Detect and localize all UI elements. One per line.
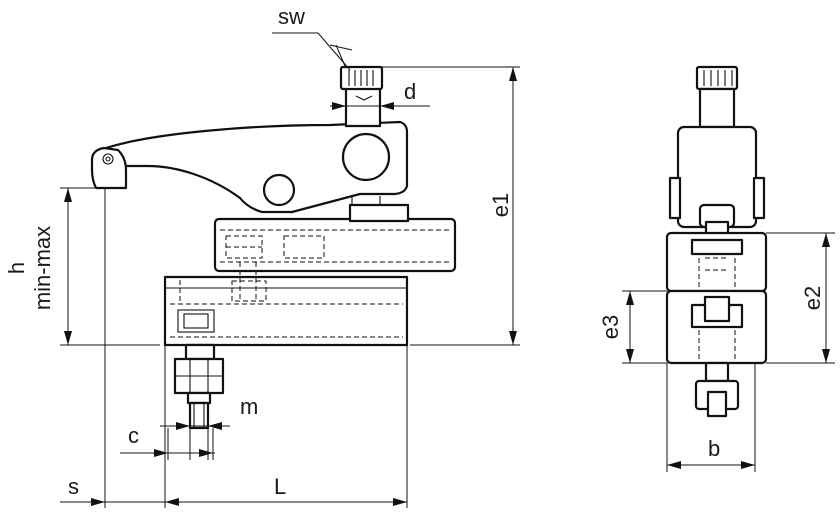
upper-clamp-block xyxy=(213,217,457,273)
label-min-max: min-max xyxy=(30,226,55,310)
label-e2: e2 xyxy=(800,286,825,310)
label-h: h xyxy=(4,262,29,274)
label-b: b xyxy=(708,436,720,461)
lever-knob xyxy=(262,173,296,207)
label-m: m xyxy=(240,394,258,419)
pivot-pin xyxy=(341,132,391,182)
label-e1: e1 xyxy=(488,193,513,217)
label-c: c xyxy=(128,423,139,448)
label-L: L xyxy=(274,474,286,499)
label-d: d xyxy=(404,79,416,104)
lower-base-block xyxy=(163,275,409,347)
label-sw: sw xyxy=(278,4,305,29)
label-e3: e3 xyxy=(598,315,623,339)
side-view xyxy=(622,65,835,472)
front-view xyxy=(60,32,520,508)
label-s: s xyxy=(68,474,79,499)
